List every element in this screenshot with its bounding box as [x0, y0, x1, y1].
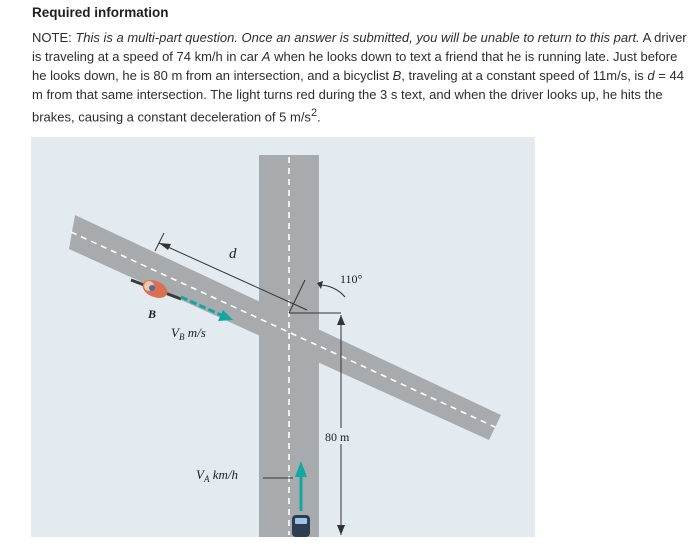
car-letter: A	[261, 49, 271, 64]
problem-text-4: = 44 m from that same intersection. The …	[32, 68, 684, 125]
angle-ray-line	[288, 279, 306, 314]
distance-d-tick	[154, 232, 165, 252]
section-title: Required information	[32, 5, 169, 20]
label-vb: VB m/s	[171, 325, 206, 342]
label-va: VA km/h	[196, 467, 238, 484]
problem-text-2: when he looks down to text a friend that…	[32, 49, 678, 83]
distance-80m-arrowhead-bottom	[337, 525, 345, 535]
distance-variable: d	[647, 68, 655, 83]
label-d: d	[229, 246, 237, 262]
problem-text-1: A driver is traveling at a speed of 74 k…	[32, 30, 687, 64]
problem-text-5: .	[316, 109, 321, 125]
note-label: NOTE:	[32, 30, 76, 45]
distance-d-dimension-line	[158, 242, 308, 311]
note-text: This is a multi-part question. Once an a…	[75, 30, 640, 45]
problem-text-3: , traveling at a constant speed of 11m/s…	[401, 68, 648, 83]
problem-statement: NOTE: This is a multi-part question. Onc…	[32, 28, 692, 126]
intersection-figure: d 110° B VB m/s 80 m	[31, 137, 535, 537]
distance-d-arrowhead	[159, 243, 171, 250]
diagonal-lane-line	[70, 231, 496, 428]
bicyclist-velocity-arrow	[180, 295, 233, 321]
car-velocity-arrow	[295, 461, 307, 511]
label-angle: 110°	[340, 272, 363, 286]
exponent: 2	[310, 107, 317, 119]
car-icon	[292, 515, 310, 537]
angle-arrowhead	[317, 281, 323, 289]
label-80m-bg	[324, 428, 359, 444]
bicyclist-letter: B	[392, 68, 402, 83]
label-80m: 80 m	[325, 430, 350, 444]
label-b: B	[147, 307, 156, 321]
distance-80m-arrowhead-top	[337, 315, 345, 325]
bicyclist-icon	[130, 278, 182, 301]
intersection-diagram: d 110° B VB m/s 80 m	[31, 137, 535, 537]
